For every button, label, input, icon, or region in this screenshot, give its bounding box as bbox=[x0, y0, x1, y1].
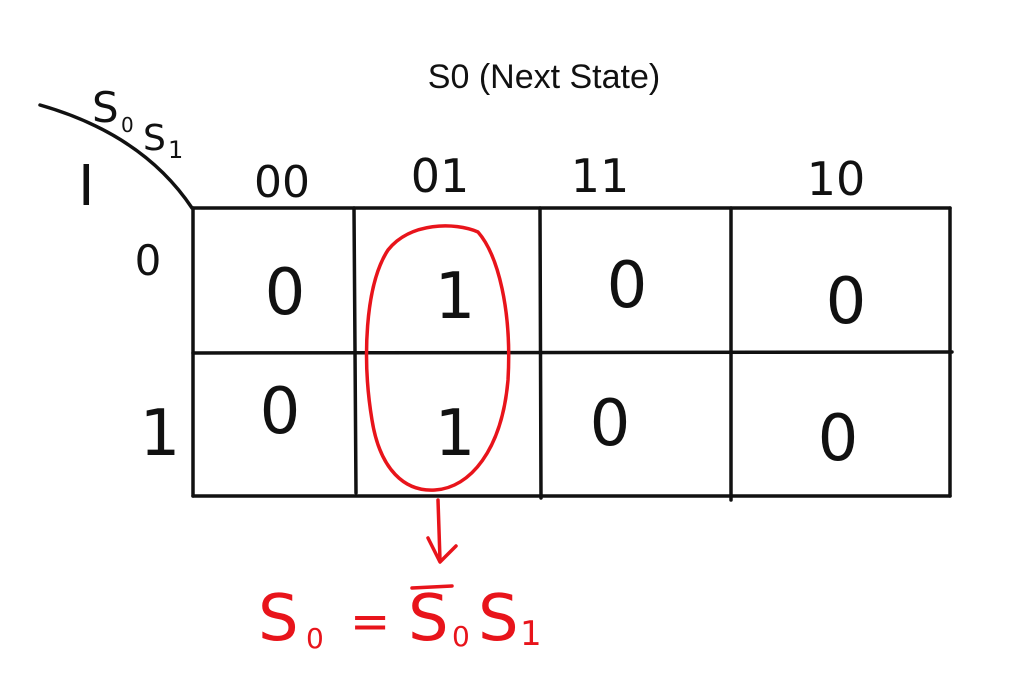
row-header-1: 1 bbox=[140, 397, 181, 471]
equation-term1-sub: 0 bbox=[452, 620, 470, 653]
corner-var-s1-sub: 1 bbox=[168, 136, 183, 164]
col-header-01: 01 bbox=[411, 149, 470, 203]
corner-var-s1-letter: S bbox=[143, 118, 166, 159]
kmap-cells: 0 1 0 0 0 1 0 0 bbox=[260, 249, 867, 476]
equation-term2-sub: 1 bbox=[520, 614, 542, 654]
cell-r0-c10: 0 bbox=[826, 265, 867, 339]
row-header-0: 0 bbox=[135, 236, 162, 285]
grid-col-divider-2 bbox=[538, 206, 543, 500]
cell-r1-c10: 0 bbox=[818, 402, 859, 476]
cell-r1-c01: 1 bbox=[435, 397, 476, 471]
group-arrow-line bbox=[436, 498, 442, 562]
equation-overbar bbox=[410, 584, 454, 590]
corner-var-s0-sub: 0 bbox=[121, 113, 134, 137]
group-arrow-head bbox=[426, 536, 458, 564]
equation-lhs-sub: 0 bbox=[306, 622, 324, 655]
group-loop bbox=[364, 224, 511, 492]
col-header-10: 10 bbox=[807, 152, 866, 206]
kmap-grid bbox=[191, 206, 954, 502]
equation-lhs-letter: S bbox=[258, 582, 299, 656]
cell-r0-c01: 1 bbox=[435, 260, 476, 334]
equation-term2-letter: S bbox=[478, 582, 519, 656]
grid-middle-line bbox=[191, 350, 954, 355]
col-header-11: 11 bbox=[571, 149, 630, 203]
cell-r0-c11: 0 bbox=[607, 249, 648, 323]
col-header-00: 00 bbox=[254, 157, 310, 208]
diagram-title: S0 (Next State) bbox=[428, 58, 660, 96]
corner-diagonal bbox=[38, 103, 194, 210]
equation-equals: = bbox=[350, 594, 390, 650]
cell-r1-c00: 0 bbox=[260, 375, 301, 449]
grid-col-divider-1 bbox=[352, 206, 358, 495]
cell-r1-c11: 0 bbox=[590, 387, 631, 461]
cell-r0-c00: 0 bbox=[265, 256, 306, 330]
corner-var-input: I bbox=[78, 154, 95, 219]
equation-term1-letter: S bbox=[408, 582, 449, 656]
corner-var-s0-letter: S bbox=[92, 83, 119, 132]
result-equation: S 0 = S 0 S 1 bbox=[258, 582, 542, 656]
